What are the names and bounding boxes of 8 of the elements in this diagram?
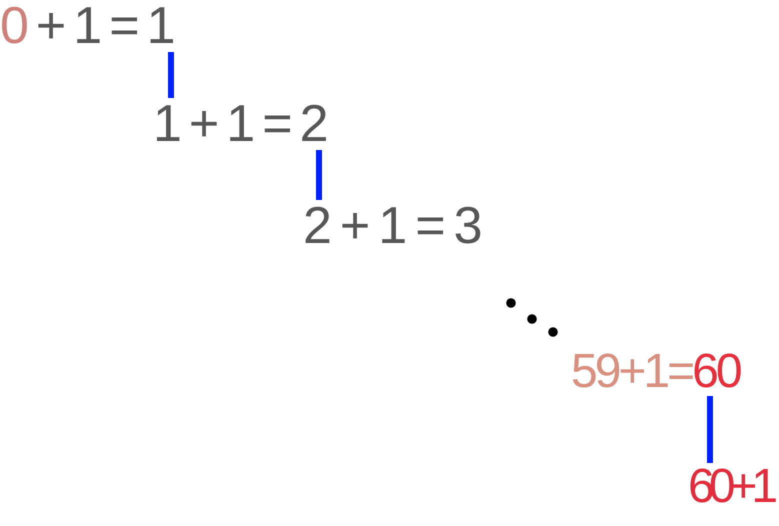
connector-line <box>316 150 322 200</box>
equation-text: 1+1=2 <box>153 98 336 150</box>
connector-line <box>707 396 713 463</box>
connector-line <box>168 52 174 98</box>
equation-text: 0+1=1 <box>0 0 182 52</box>
equation-text: 59+1=60 <box>571 348 740 396</box>
equation-text: 60+1 <box>688 463 772 511</box>
equation-text: 2+1=3 <box>303 200 490 252</box>
